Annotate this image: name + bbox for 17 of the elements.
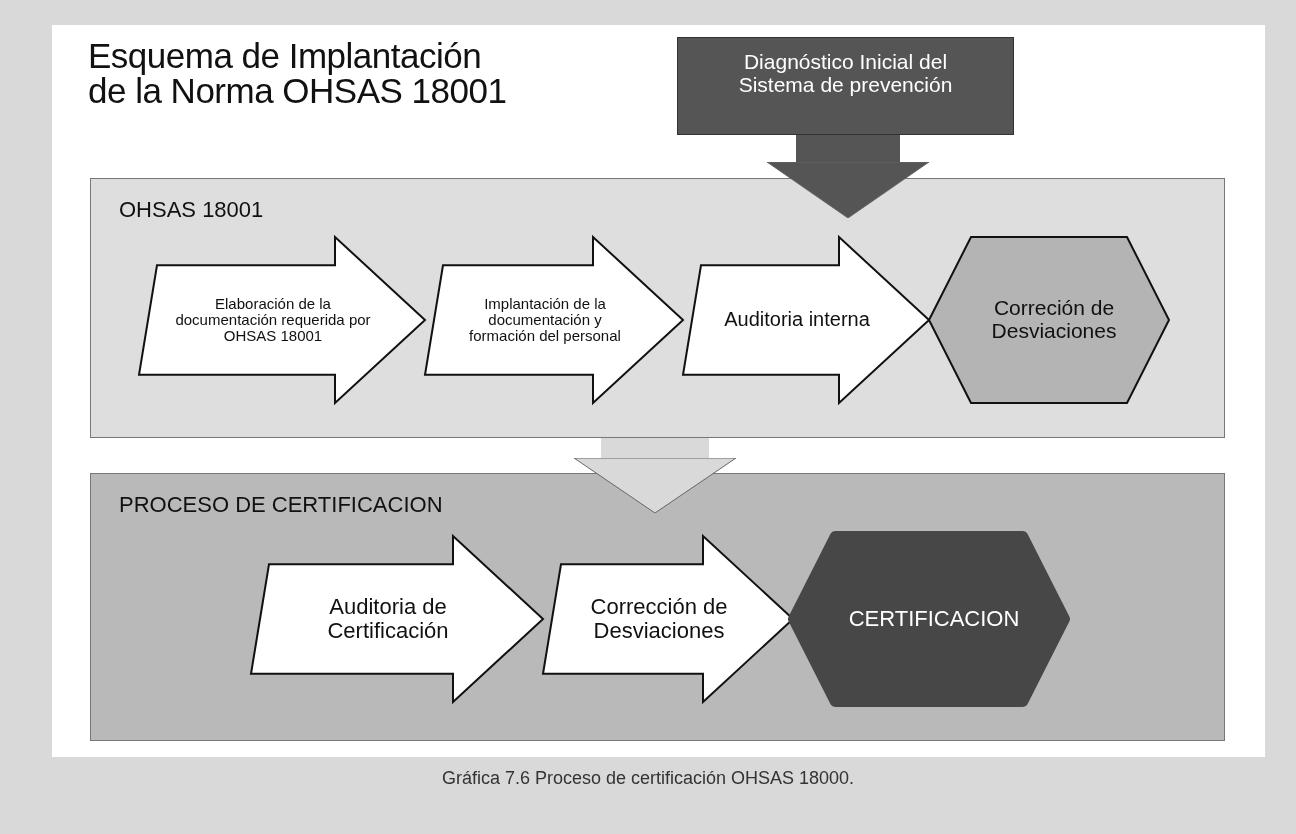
block-arrow xyxy=(573,438,737,514)
diagram-title: Esquema de Implantación de la Norma OHSAS 18001 xyxy=(88,38,508,108)
figure-caption: Gráfica 7.6 Proceso de certificación OHSAS 18000. xyxy=(440,768,856,789)
band-heading: OHSAS 18001 xyxy=(119,197,264,223)
step-label: Elaboración de la documentación requerida por OHSAS 18001 xyxy=(174,295,372,345)
step-label: Implantación de la documentación y formación del personal xyxy=(468,295,622,345)
band-heading: PROCESO DE CERTIFICACION xyxy=(119,492,443,518)
step-label: Correción de Desviaciones xyxy=(990,297,1118,343)
process-box xyxy=(677,37,1014,135)
step-label: Auditoria interna xyxy=(724,309,870,331)
section-band xyxy=(90,178,1225,438)
step-label: CERTIFICACION xyxy=(848,607,1020,631)
section-band xyxy=(90,473,1225,741)
step-label: Auditoria de Certificación xyxy=(326,595,450,643)
step-label: Diagnóstico Inicial del Sistema de prevención xyxy=(737,50,954,97)
step-label: Corrección de Desviaciones xyxy=(589,595,729,643)
block-arrow xyxy=(766,135,930,219)
